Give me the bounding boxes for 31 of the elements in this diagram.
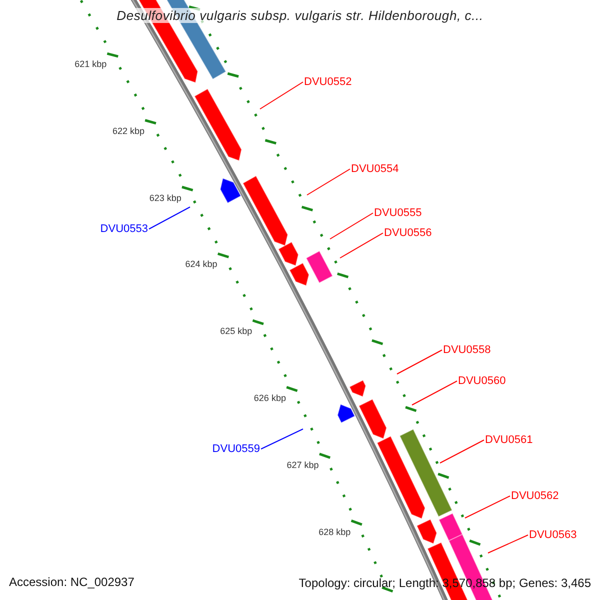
leader-line [330,212,374,240]
gene-label: DVU0561 [485,433,533,447]
leader-line [488,534,528,554]
gene-label: DVU0560 [458,374,506,388]
scale-label: 628 kbp [318,526,351,538]
leader-line [340,232,384,258]
leader-line [260,428,304,450]
scale-label: 626 kbp [254,393,286,404]
leader-line [148,206,190,230]
leader-line [440,440,484,464]
accession-text: Accession: NC_002937 [9,574,134,590]
gene-label: DVU0556 [384,226,432,240]
gene-label: DVU0562 [511,489,559,503]
leader-line [306,168,350,196]
scale-label: 623 kbp [149,192,182,204]
leader-line [396,350,442,374]
gene-label: DVU0552 [304,75,352,89]
leader-line [412,380,458,406]
leader-line [464,496,510,518]
gene-label: DVU0563 [529,528,577,542]
scale-label: 621 kbp [74,59,107,70]
leader-line [260,82,304,110]
scale-label: 627 kbp [286,460,319,471]
scale-label: 624 kbp [185,259,218,270]
scale-label: 625 kbp [220,326,252,338]
gene-label: DVU0555 [374,206,422,220]
scale-label: 622 kbp [112,126,145,137]
gene-label: DVU0554 [351,162,399,176]
gene-label: DVU0559 [212,442,260,456]
gene-label: DVU0558 [443,343,491,357]
gene-label: DVU0553 [100,222,148,236]
